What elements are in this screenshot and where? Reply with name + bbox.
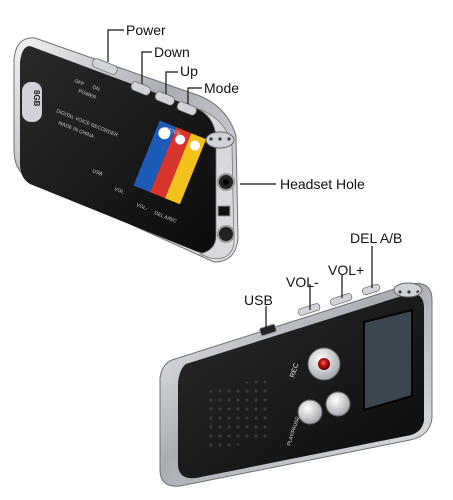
callout-lines (107, 29, 373, 328)
mode-text: MODE (165, 126, 182, 137)
usb-slot (259, 323, 277, 337)
vol-minus-text: VOL- (135, 202, 148, 212)
recorder-bottom-view (159, 282, 433, 487)
next-button[interactable] (325, 391, 351, 417)
usb-callout: USB (244, 292, 273, 308)
up-button[interactable] (154, 91, 176, 107)
power-callout: Power (126, 22, 166, 38)
usb-text: USB (91, 168, 103, 178)
volplus-callout: VOL+ (328, 262, 365, 278)
mode-button[interactable] (176, 101, 198, 117)
del-callout: DEL A/B (350, 230, 403, 246)
switch-off-text: OFF (73, 78, 85, 87)
feature-sticker (133, 120, 207, 205)
vol-plus-button[interactable] (330, 293, 353, 306)
usb-port (217, 205, 231, 217)
volminus-callout: VOL- (286, 274, 319, 290)
speaker-grille (206, 376, 270, 452)
vol-minus-button[interactable] (298, 303, 321, 316)
capacity-badge (22, 82, 42, 122)
up-callout: Up (180, 63, 198, 79)
mode-callout: Mode (204, 80, 240, 96)
headset-callout: Headset Hole (280, 176, 365, 192)
down-button[interactable] (130, 81, 152, 97)
rec-text: REC (289, 362, 300, 378)
down-callout: Down (154, 44, 190, 60)
lcd-screen (363, 308, 413, 412)
capacity-text: 8GB (32, 90, 41, 107)
switch-on-text: ON (91, 84, 101, 93)
vol-text: VOL (113, 186, 125, 195)
del-button[interactable] (361, 283, 381, 296)
recorder-top-view (13, 37, 239, 263)
power-switch[interactable] (91, 57, 118, 75)
prev-button[interactable] (297, 399, 323, 425)
